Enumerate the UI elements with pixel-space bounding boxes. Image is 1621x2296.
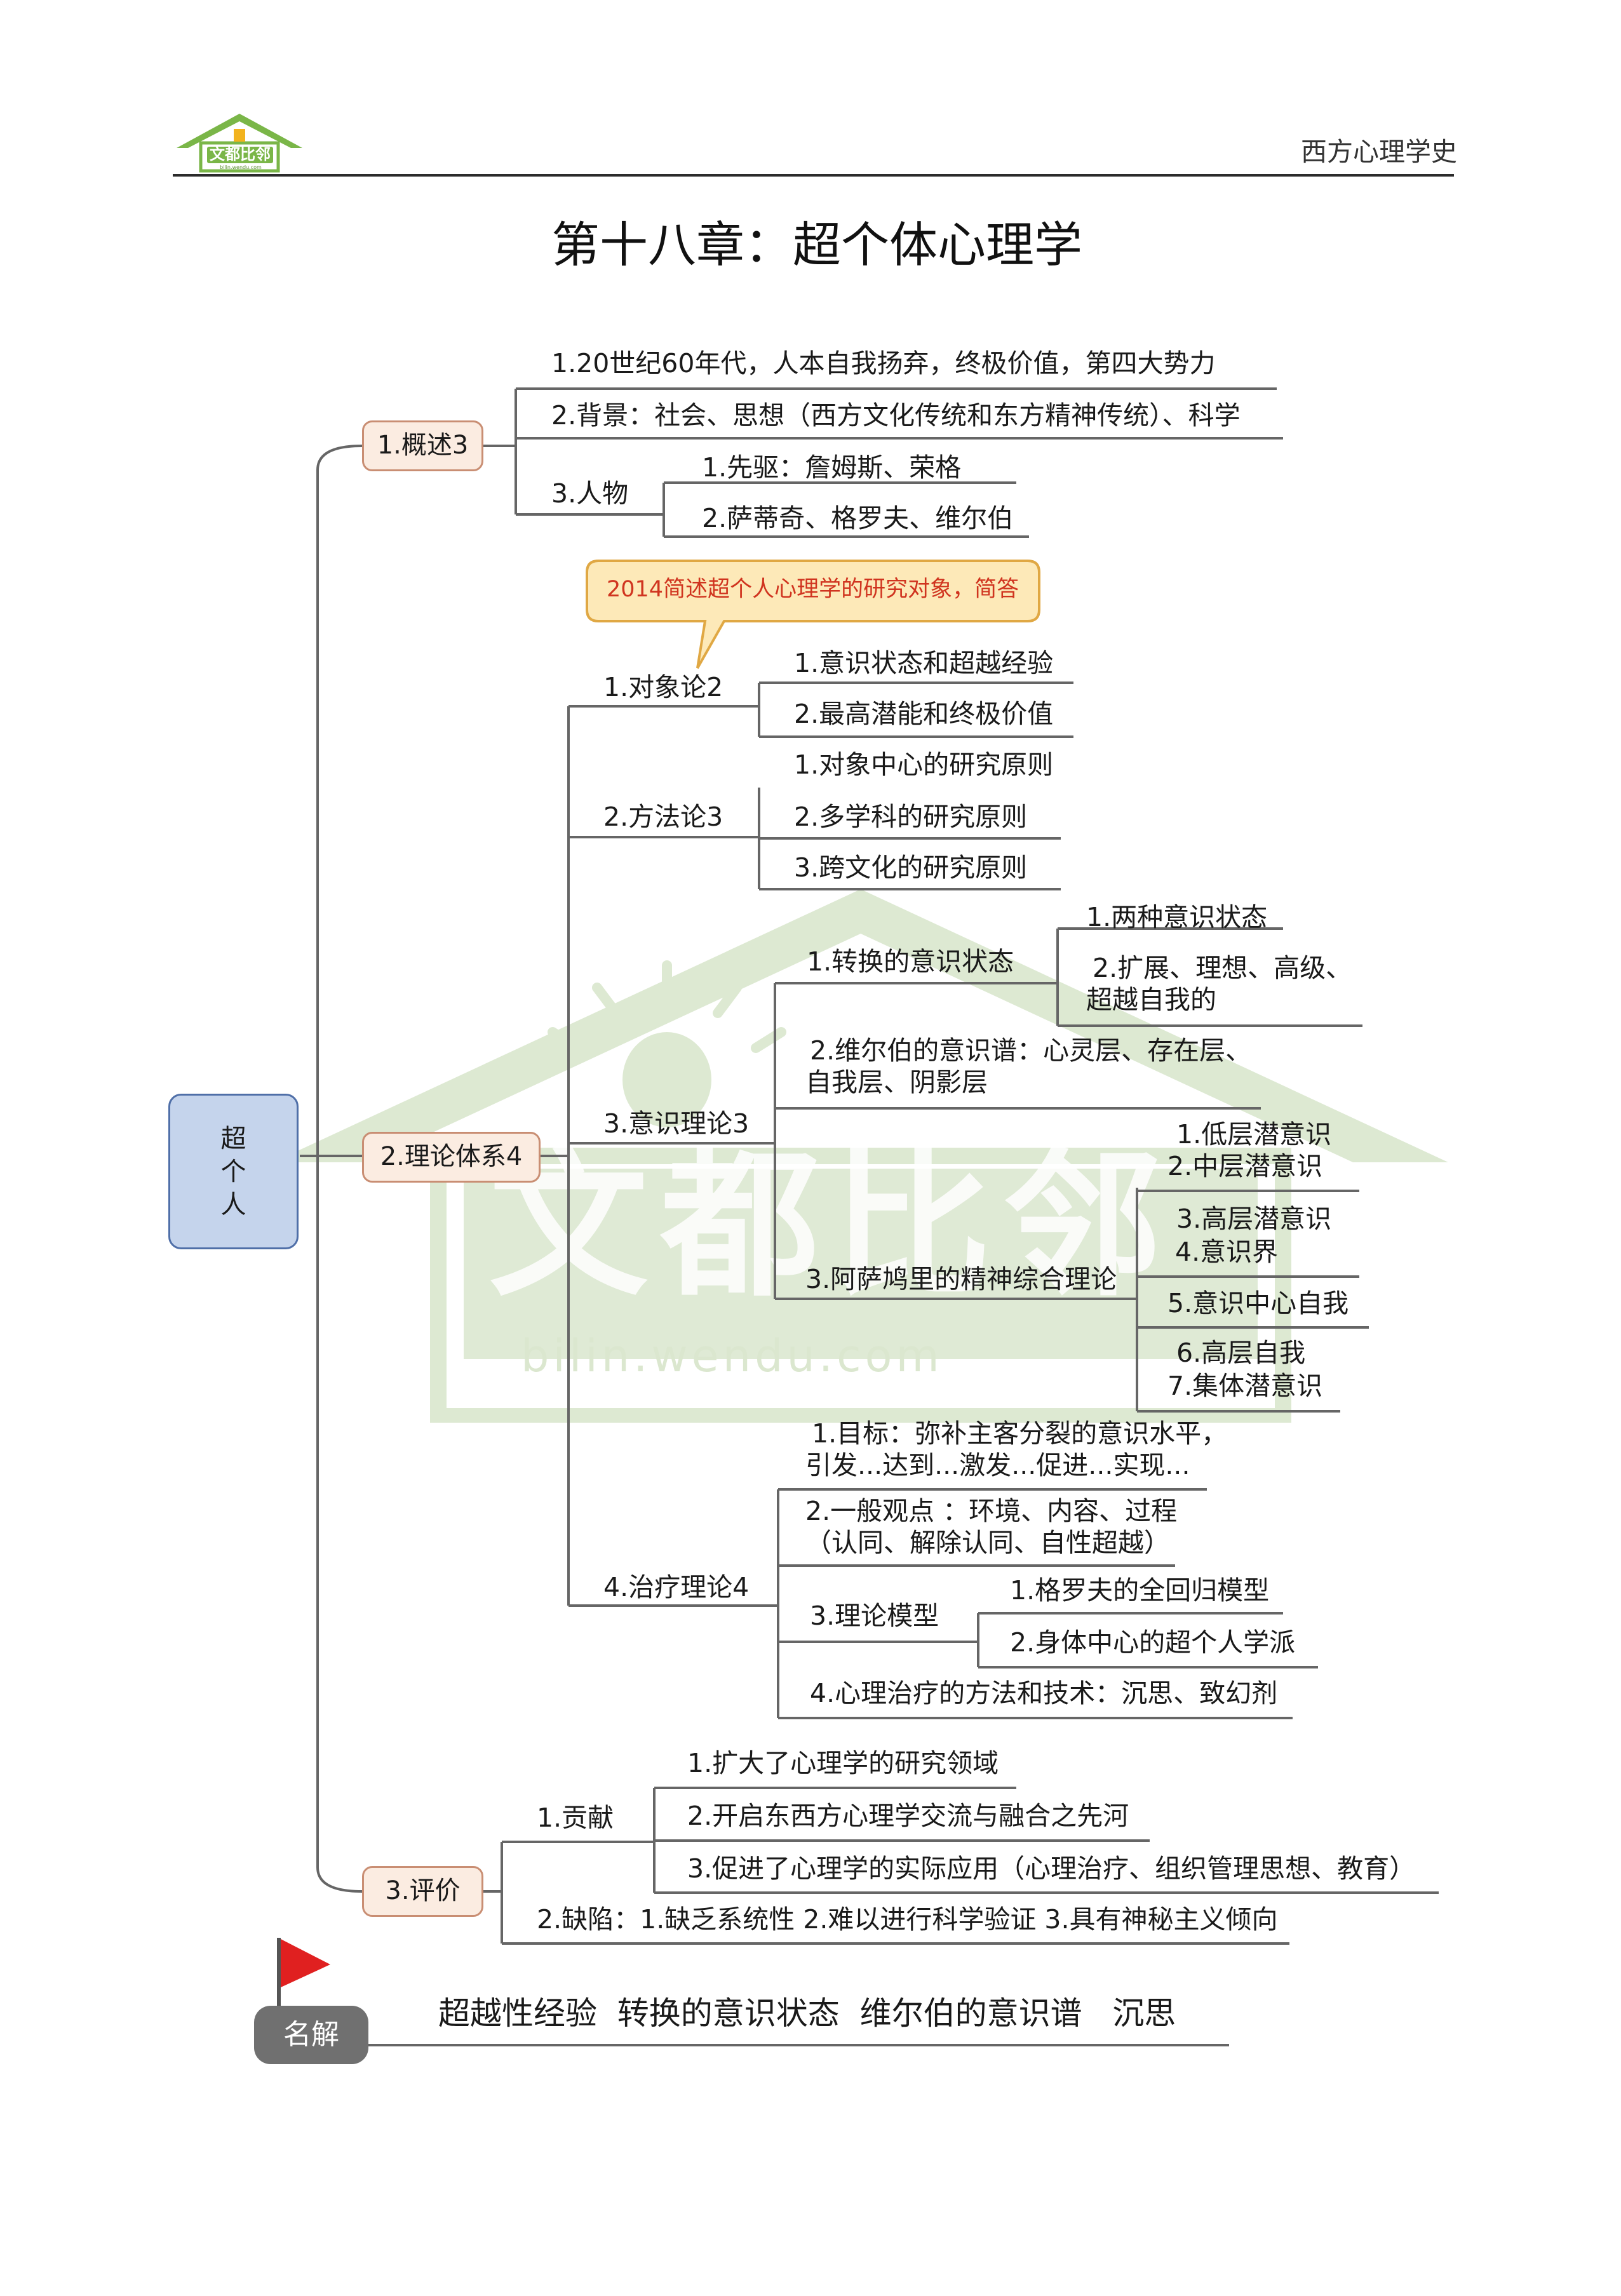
header-course-title: 西方心理学史: [1301, 137, 1457, 167]
overview-item-1: 1.20世纪60年代，人本自我扬弃，终极价值，第四大势力: [551, 348, 1216, 379]
object-theory-label: 1.对象论2: [603, 672, 723, 702]
root-label-2: 个: [220, 1157, 246, 1186]
altered-item-2b: 超越自我的: [1086, 984, 1216, 1015]
therapy-methods: 4.心理治疗的方法和技术：沉思、致幻剂: [810, 1678, 1278, 1709]
logo-subtext: bilin.wendu.com: [220, 164, 262, 170]
root-label-3: 人: [220, 1190, 246, 1219]
logo-text: 文都比邻: [210, 145, 271, 163]
altered-states-label: 1.转换的意识状态: [807, 946, 1014, 977]
assagioli-item-4: 4.意识界: [1175, 1237, 1279, 1267]
object-item-1: 1.意识状态和超越经验: [794, 648, 1054, 678]
flag-icon: [277, 1938, 330, 2027]
root-label-1: 超: [220, 1124, 246, 1153]
watermark-logo: [273, 889, 1448, 1423]
method-theory-label: 2.方法论3: [603, 802, 723, 832]
altered-item-2a: 2.扩展、理想、高级、: [1093, 953, 1352, 983]
assagioli-item-1: 1.低层潜意识: [1176, 1119, 1332, 1150]
callout-text: 2014简述超个人心理学的研究对象，简答: [607, 577, 1019, 602]
glossary-badge: 名解: [254, 2006, 368, 2064]
overview-item-2: 2.背景：社会、思想（西方文化传统和东方精神传统）、科学: [551, 400, 1241, 431]
page-title: 第十八章：超个体心理学: [551, 217, 1082, 273]
contribution-item-2: 2.开启东西方心理学交流与融合之先河: [687, 1801, 1129, 1831]
watermark-url: bilin.wendu.com: [521, 1330, 943, 1382]
wilber-spectrum-line1: 2.维尔伯的意识谱：心灵层、存在层、: [810, 1035, 1252, 1066]
branch-evaluation[interactable]: 3.评价: [362, 1866, 483, 1917]
consciousness-theory-label: 3.意识理论3: [603, 1108, 750, 1139]
object-item-2: 2.最高潜能和终极价值: [794, 699, 1054, 729]
flaws: 2.缺陷：1.缺乏系统性 2.难以进行科学验证 3.具有神秘主义倾向: [537, 1904, 1278, 1935]
assagioli-item-5: 5.意识中心自我: [1167, 1288, 1349, 1319]
assagioli-item-7: 7.集体潜意识: [1167, 1371, 1323, 1401]
method-item-3: 3.跨文化的研究原则: [794, 852, 1028, 883]
branch-theory[interactable]: 2.理论体系4: [362, 1132, 541, 1183]
method-item-2: 2.多学科的研究原则: [794, 802, 1028, 832]
contribution-item-3: 3.促进了心理学的实际应用（心理治疗、组织管理思想、教育）: [687, 1853, 1416, 1884]
overview-people-2: 2.萨蒂奇、格罗夫、维尔伯: [702, 503, 1014, 534]
header-rule: [173, 174, 1454, 177]
therapy-goal-line2: 引发...达到...激发...促进...实现...: [805, 1450, 1190, 1480]
therapy-theory-label: 4.治疗理论4: [603, 1572, 750, 1602]
assagioli-item-6: 6.高层自我: [1176, 1338, 1306, 1368]
therapy-goal-line1: 1.目标：弥补主客分裂的意识水平，: [812, 1418, 1228, 1449]
watermark-text: 文都比邻: [489, 1133, 1175, 1318]
callout-bubble: [586, 560, 1040, 669]
logo: 文都比邻 bilin.wendu.com: [173, 111, 306, 173]
contribution-label: 1.贡献: [537, 1803, 614, 1833]
therapy-views-line2: （认同、解除认同、自性超越）: [805, 1527, 1170, 1558]
assagioli-label: 3.阿萨鸠里的精神综合理论: [805, 1264, 1117, 1294]
therapy-model-label: 3.理论模型: [810, 1601, 939, 1631]
therapy-model-item-1: 1.格罗夫的全回归模型: [1010, 1575, 1270, 1606]
glossary-terms: 超越性经验 转换的意识状态 维尔伯的意识谱 沉思: [438, 1995, 1176, 2032]
contribution-item-1: 1.扩大了心理学的研究领域: [687, 1748, 999, 1778]
altered-item-1: 1.两种意识状态: [1086, 902, 1268, 932]
branch-overview[interactable]: 1.概述3: [362, 420, 483, 471]
therapy-model-item-2: 2.身体中心的超个人学派: [1010, 1627, 1296, 1658]
method-item-1: 1.对象中心的研究原则: [794, 749, 1054, 780]
assagioli-item-2: 2.中层潜意识: [1167, 1151, 1323, 1181]
glossary-badge-label: 名解: [283, 2018, 339, 2051]
overview-item-3: 3.人物: [551, 478, 629, 509]
root-node[interactable]: 超 个 人: [168, 1094, 299, 1249]
overview-people-1: 1.先驱：詹姆斯、荣格: [702, 452, 962, 483]
assagioli-item-3: 3.高层潜意识: [1176, 1204, 1332, 1234]
therapy-views-line1: 2.一般观点 ：环境、内容、过程: [805, 1496, 1178, 1526]
wilber-spectrum-line2: 自我层、阴影层: [805, 1067, 988, 1098]
